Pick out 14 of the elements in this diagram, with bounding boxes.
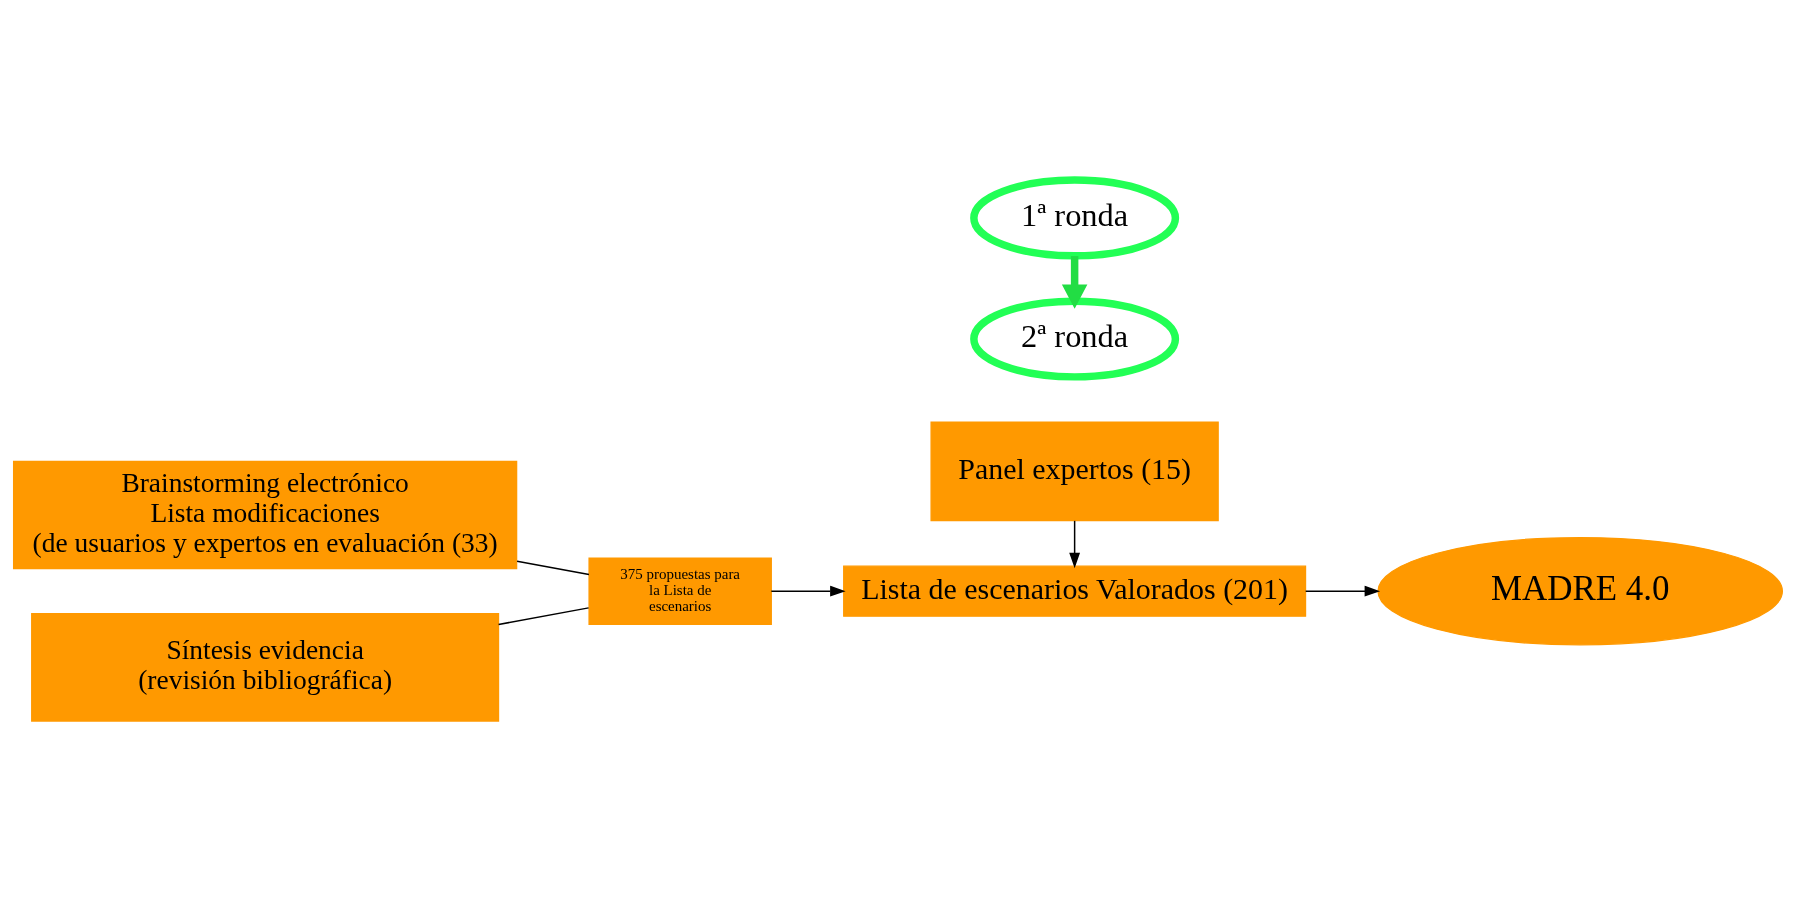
arrow (1304, 585, 1381, 597)
arrow (1061, 256, 1088, 309)
node-box: 375 propuestas para la Lista de escenarios (588, 557, 772, 625)
node-ellipse: 1ª ronda (970, 176, 1180, 260)
node-box: Panel expertos (15) (930, 421, 1219, 522)
connector (516, 560, 590, 576)
node-box: Síntesis evidencia (revisión bibliográfica) (31, 613, 500, 722)
node-ellipse: 2ª ronda (970, 297, 1180, 381)
connector (497, 607, 590, 626)
node-box: Brainstorming electrónico Lista modificaciones (de usuarios y expertos en evaluación (33) (12, 460, 518, 570)
node-box: Lista de escenarios Valorados (201) (843, 565, 1307, 617)
node-ellipse: MADRE 4.0 (1377, 536, 1784, 646)
arrow (1069, 520, 1081, 569)
arrow (770, 585, 846, 597)
